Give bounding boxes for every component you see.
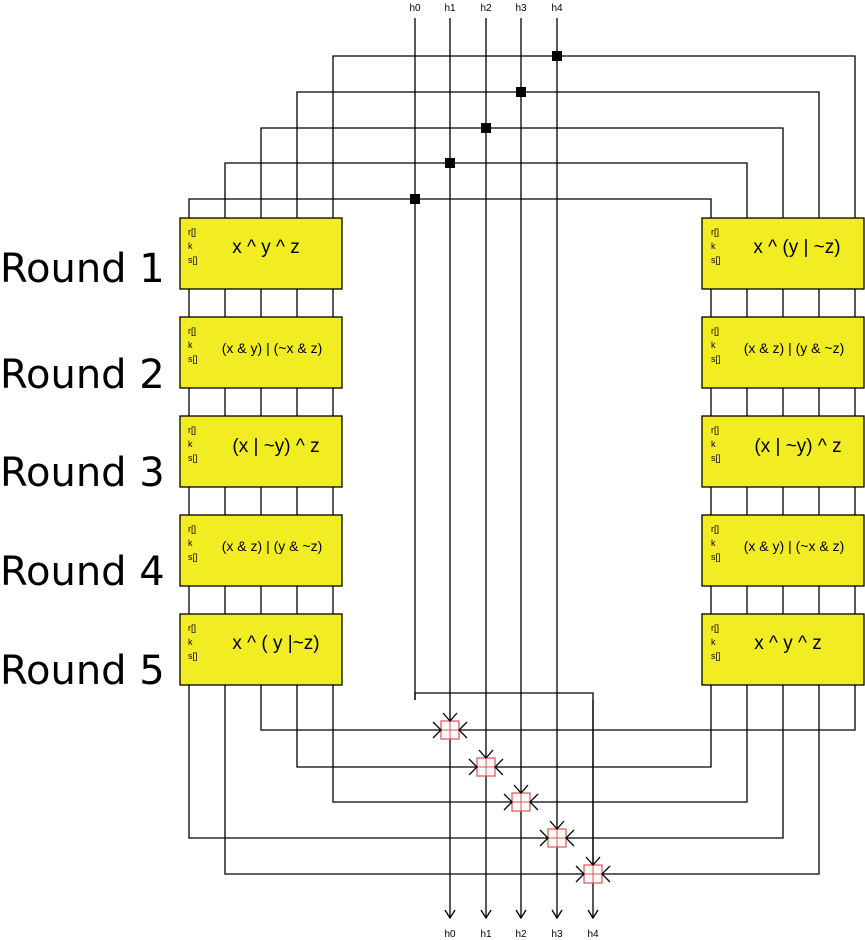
round-label-4: Round 4 (0, 549, 165, 595)
left-box-round-3: r[] k s[] (x | ~y) ^ z (179, 415, 343, 488)
output-arrow-2 (515, 909, 527, 920)
right-box-1-param-s: s[] (711, 255, 721, 265)
left-box-1-param-s: s[] (188, 255, 198, 265)
bottom-label-h2: h2 (515, 929, 527, 940)
bottom-label-h1: h1 (480, 929, 492, 940)
left-box-4-param-s: s[] (188, 552, 198, 562)
left-box-5-param-s: s[] (188, 651, 198, 661)
right-box-4-function: (x & y) | (~x & z) (744, 538, 844, 554)
feed-line-4 (332, 55, 856, 218)
junction-marker-4 (552, 51, 562, 61)
top-label-h1: h1 (444, 3, 456, 14)
left-box-1-param-r: r[] (188, 227, 196, 237)
round-labels: Round 1 Round 2 Round 3 Round 4 Round 5 (0, 246, 165, 694)
right-box-round-1: r[] k s[] x ^ (y | ~z) (701, 217, 865, 290)
output-arrow-1 (480, 909, 492, 920)
junction-markers (410, 51, 562, 204)
left-box-3-function: (x | ~y) ^ z (232, 436, 319, 457)
feed-line-2 (260, 127, 784, 218)
right-box-round-2: r[] k s[] (x & z) | (y & ~z) (701, 316, 865, 389)
left-box-1-function: x ^ y ^ z (232, 237, 299, 258)
right-box-1-param-r: r[] (711, 227, 719, 237)
left-box-3-param-r: r[] (188, 425, 196, 435)
right-box-4-param-s: s[] (711, 552, 721, 562)
adder-3 (539, 820, 575, 848)
right-box-round-4: r[] k s[] (x & y) | (~x & z) (701, 514, 865, 587)
round-label-5: Round 5 (0, 648, 165, 694)
right-box-5-param-s: s[] (711, 651, 721, 661)
output-arrow-0 (444, 909, 456, 920)
right-box-5-function: x ^ y ^ z (754, 633, 821, 654)
modular-adders (432, 712, 611, 884)
output-arrow-3 (551, 909, 563, 920)
right-box-1-function: x ^ (y | ~z) (753, 237, 840, 258)
left-box-3-param-s: s[] (188, 453, 198, 463)
right-box-4-param-k: k (711, 538, 716, 548)
bottom-label-h3: h3 (551, 929, 563, 940)
right-box-2-param-s: s[] (711, 354, 721, 364)
left-box-3-param-k: k (188, 439, 193, 449)
left-box-4-param-k: k (188, 538, 193, 548)
right-box-3-function: (x | ~y) ^ z (754, 436, 841, 457)
top-label-h0: h0 (409, 3, 421, 14)
right-box-3-param-s: s[] (711, 453, 721, 463)
feed-line-1 (224, 162, 748, 218)
left-box-2-param-s: s[] (188, 354, 198, 364)
round-label-3: Round 3 (0, 450, 165, 496)
left-box-5-function: x ^ ( y |~z) (232, 633, 319, 654)
right-box-5-param-r: r[] (711, 623, 719, 633)
right-box-3-param-k: k (711, 439, 716, 449)
bottom-label-h0: h0 (444, 929, 456, 940)
bottom-label-h4: h4 (587, 929, 599, 940)
left-box-2-param-k: k (188, 340, 193, 350)
output-arrow-4 (587, 909, 599, 920)
top-register-labels: h0 h1 h2 h3 h4 (409, 3, 563, 14)
right-box-round-3: r[] k s[] (x | ~y) ^ z (701, 415, 865, 488)
right-box-2-param-k: k (711, 340, 716, 350)
combine-line-4 (224, 685, 820, 875)
junction-marker-1 (445, 158, 455, 168)
left-box-1-param-k: k (188, 241, 193, 251)
right-box-1-param-k: k (711, 241, 716, 251)
left-box-2-function: (x & y) | (~x & z) (222, 340, 322, 356)
adder-0 (432, 712, 468, 740)
combine-line-1 (296, 685, 712, 768)
adder-2 (503, 784, 539, 812)
left-box-round-2: r[] k s[] (x & y) | (~x & z) (179, 316, 343, 389)
right-box-2-function: (x & z) | (y & ~z) (744, 340, 844, 356)
bottom-register-labels: h0 h1 h2 h3 h4 (444, 929, 599, 940)
right-box-5-param-k: k (711, 637, 716, 647)
left-box-round-5: r[] k s[] x ^ ( y |~z) (179, 613, 343, 686)
combine-line-2 (332, 685, 748, 803)
feed-line-0 (188, 198, 712, 218)
left-box-round-4: r[] k s[] (x & z) | (y & ~z) (179, 514, 343, 587)
feed-line-3 (296, 91, 820, 218)
right-box-4-param-r: r[] (711, 524, 719, 534)
junction-marker-3 (516, 87, 526, 97)
left-box-5-param-k: k (188, 637, 193, 647)
left-round-boxes: r[] k s[] x ^ y ^ z r[] k s[] (x & y) | … (179, 217, 343, 686)
left-box-4-function: (x & z) | (y & ~z) (222, 538, 322, 554)
left-box-4-param-r: r[] (188, 524, 196, 534)
top-label-h4: h4 (551, 3, 563, 14)
junction-marker-2 (481, 123, 491, 133)
junction-marker-0 (410, 194, 420, 204)
round-label-2: Round 2 (0, 352, 165, 398)
right-box-round-5: r[] k s[] x ^ y ^ z (701, 613, 865, 686)
left-box-5-param-r: r[] (188, 623, 196, 633)
top-label-h2: h2 (480, 3, 492, 14)
round-label-1: Round 1 (0, 246, 165, 292)
combine-line-0 (260, 685, 856, 731)
right-box-3-param-r: r[] (711, 425, 719, 435)
right-box-2-param-r: r[] (711, 326, 719, 336)
adder-1 (468, 749, 504, 777)
top-label-h3: h3 (515, 3, 527, 14)
left-box-2-param-r: r[] (188, 326, 196, 336)
right-round-boxes: r[] k s[] x ^ (y | ~z) r[] k s[] (x & z)… (701, 217, 865, 686)
adder-4 (575, 856, 611, 884)
left-box-round-1: r[] k s[] x ^ y ^ z (179, 217, 343, 290)
